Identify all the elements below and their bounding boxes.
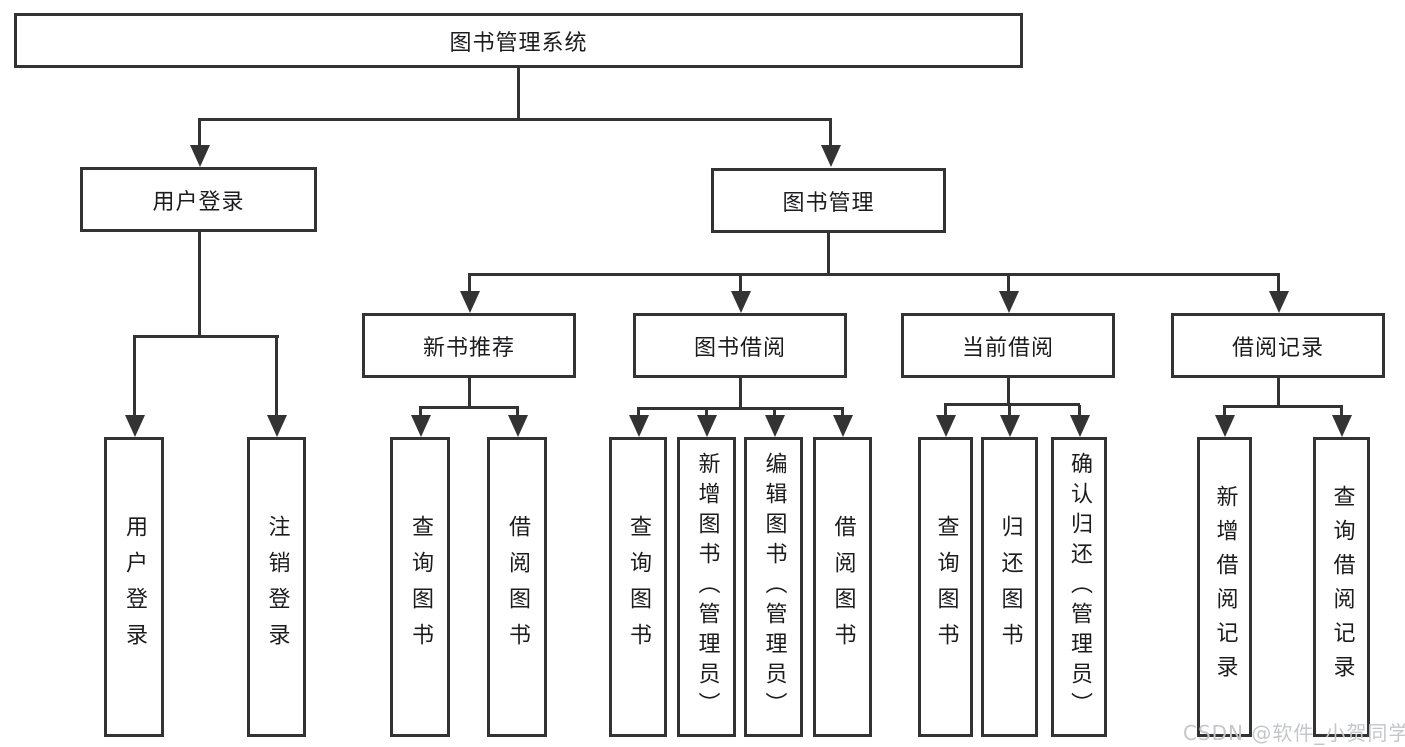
node-label: 新书推荐 — [422, 335, 515, 361]
arrow-down-login — [133, 337, 136, 415]
node-label: 确认归还（管理员） — [1067, 452, 1092, 722]
arrow-down-add-book — [705, 409, 708, 415]
node-leaf-add-borrow-record: 新增借阅记录 — [1197, 437, 1252, 737]
connector-current-borrow-trunk — [1007, 376, 1010, 403]
node-label: 用户登录 — [122, 515, 147, 659]
arrow-down-confirm-return — [1078, 405, 1081, 415]
node-leaf-return-book: 归还图书 — [981, 437, 1038, 737]
node-label: 图书管理系统 — [449, 30, 588, 56]
connector-user-login-children — [133, 335, 279, 338]
arrow-down-book-management — [829, 120, 832, 145]
connector-borrow-records-children — [1223, 405, 1343, 408]
arrow-down-return-book — [1008, 405, 1011, 415]
node-label: 借阅图书 — [830, 515, 856, 659]
csdn-watermark: CSDN @软件_小贺同学 — [1183, 721, 1405, 745]
node-leaf-borrow-book-1: 借阅图书 — [487, 437, 547, 737]
connector-root-trunk — [517, 66, 520, 118]
node-current-borrow: 当前借阅 — [901, 313, 1115, 378]
node-leaf-edit-book-admin: 编辑图书（管理员） — [744, 437, 803, 737]
connector-book-borrow-children — [637, 407, 844, 410]
node-label: 借阅记录 — [1231, 335, 1324, 361]
arrow-down-query-record — [1340, 407, 1343, 415]
node-leaf-user-login: 用户登录 — [104, 437, 164, 737]
connector-borrow-records-trunk — [1277, 376, 1280, 405]
node-leaf-add-book-admin: 新增图书（管理员） — [677, 437, 736, 737]
node-root: 图书管理系统 — [14, 13, 1023, 68]
arrow-down-user-login — [198, 120, 201, 145]
node-user-login: 用户登录 — [80, 167, 317, 232]
node-label: 查询图书 — [626, 515, 651, 659]
node-leaf-query-book-2: 查询图书 — [609, 437, 667, 737]
arrow-down-borrow-book-1 — [516, 408, 519, 415]
arrow-down-borrow-records — [1277, 275, 1280, 291]
connector-level2 — [198, 118, 832, 121]
node-label: 新增借阅记录 — [1212, 485, 1238, 689]
node-new-book-recommend: 新书推荐 — [362, 313, 576, 378]
node-label: 归还图书 — [997, 515, 1023, 659]
node-label: 图书管理 — [782, 190, 875, 216]
connector-book-management-trunk — [827, 232, 830, 273]
arrow-down-query-book-3 — [944, 405, 947, 415]
node-label: 当前借阅 — [961, 335, 1054, 361]
arrow-down-query-book-2 — [637, 409, 640, 415]
arrow-down-logout — [275, 337, 278, 415]
node-label: 借阅图书 — [505, 515, 530, 659]
node-label: 编辑图书（管理员） — [761, 452, 787, 722]
connector-new-book-children — [419, 406, 519, 409]
connector-level3 — [468, 273, 1280, 276]
connector-user-login-trunk — [198, 231, 201, 335]
node-label: 用户登录 — [152, 189, 245, 215]
connector-new-book-trunk — [468, 376, 471, 406]
arrow-down-query-book-1 — [419, 408, 422, 415]
arrow-down-edit-book — [773, 409, 776, 415]
node-leaf-query-book-1: 查询图书 — [390, 437, 450, 737]
node-label: 查询借阅记录 — [1329, 485, 1355, 689]
node-label: 查询图书 — [933, 515, 959, 659]
node-leaf-query-book-3: 查询图书 — [918, 437, 973, 737]
arrow-down-add-record — [1223, 407, 1226, 415]
node-borrow-records: 借阅记录 — [1171, 313, 1385, 378]
node-leaf-confirm-return-admin: 确认归还（管理员） — [1051, 437, 1107, 737]
node-leaf-logout: 注销登录 — [247, 437, 306, 737]
arrow-down-current-borrow — [1007, 275, 1010, 291]
node-label: 新增图书（管理员） — [694, 452, 720, 722]
node-label: 查询图书 — [408, 515, 433, 659]
arrow-down-book-borrow — [739, 275, 742, 291]
connector-book-borrow-trunk — [739, 376, 742, 407]
node-leaf-borrow-book-2: 借阅图书 — [813, 437, 872, 737]
node-leaf-query-borrow-record: 查询借阅记录 — [1313, 437, 1370, 737]
node-book-management: 图书管理 — [711, 168, 946, 233]
arrow-down-new-book — [468, 275, 471, 291]
node-label: 注销登录 — [264, 515, 290, 659]
node-label: 图书借阅 — [693, 335, 786, 361]
connector-current-borrow-children — [944, 403, 1080, 406]
arrow-down-borrow-book-2 — [841, 409, 844, 415]
node-book-borrow: 图书借阅 — [633, 313, 847, 378]
